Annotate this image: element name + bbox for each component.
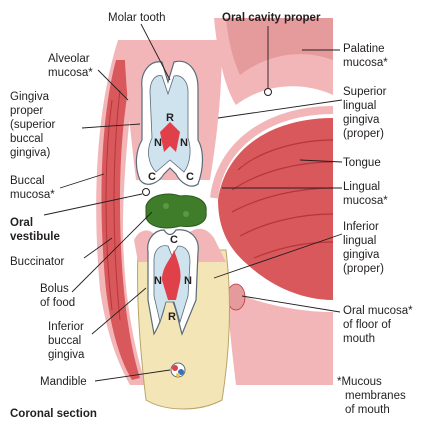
tongue-fiber-4 (239, 213, 334, 237)
palatine-muscle (226, 18, 333, 75)
label-oral-cavity-proper: Oral cavity proper (222, 12, 321, 24)
label-palatine-mucosa: Palatine mucosa* (343, 43, 388, 69)
label-buccinator: Buccinator (10, 256, 65, 268)
label-alveolar-mucosa: Alveolar mucosa* (48, 53, 93, 79)
upper-root-letter: R (166, 112, 174, 124)
label-buccal-mucosa: Buccal mucosa* (10, 175, 55, 201)
upper-molar (135, 60, 204, 187)
label-lingual-mucosa: Lingual mucosa* (343, 181, 388, 207)
label-tongue: Tongue (343, 157, 381, 169)
bolus-of-food (145, 193, 207, 229)
upper-c-right-letter: C (186, 171, 194, 183)
label-bolus: Bolus of food (40, 283, 75, 309)
lower-root-letter: R (168, 311, 176, 323)
left-labels: Molar tooth Alveolar mucosa* Gingiva pro… (10, 12, 166, 420)
vestibule-marker (142, 188, 150, 196)
lingual-mucosa-band (210, 106, 334, 199)
label-inferior-lingual-gingiva: Inferior lingual gingiva (proper) (343, 221, 384, 275)
buccinator-fibers-2 (113, 89, 121, 321)
label-gingiva-proper: Gingiva proper (superior buccal gingiva) (10, 91, 59, 159)
leader-lines (43, 23, 343, 382)
lower-molar (147, 229, 199, 336)
label-oral-mucosa-floor: Oral mucosa* of floor of mouth (343, 305, 416, 345)
mandibular-canal (170, 362, 186, 378)
label-inferior-buccal-gingiva: Inferior buccal gingiva (48, 321, 87, 361)
floor-of-mouth (228, 290, 333, 385)
cavity-proper-marker (264, 88, 272, 96)
label-mandible: Mandible (40, 376, 87, 388)
lower-n-left-letter: N (154, 275, 162, 287)
upper-c-left-letter: C (148, 171, 156, 183)
label-mucous-membranes: *Mucous membranes of mouth (337, 376, 409, 416)
label-superior-lingual-gingiva: Superior lingual gingiva (proper) (343, 86, 390, 140)
tongue-fiber-2 (231, 161, 334, 191)
tooth-letters: R N N C C C N N R (148, 112, 194, 323)
label-oral-vestibule: Oral vestibule (10, 217, 60, 243)
upper-n-right-letter: N (180, 137, 188, 149)
upper-n-left-letter: N (154, 137, 162, 149)
right-labels: Oral cavity proper Palatine mucosa* Supe… (222, 12, 416, 416)
label-molar-tooth: Molar tooth (108, 12, 166, 24)
label-coronal-section: Coronal section (10, 408, 97, 420)
lower-crown-letter: C (170, 234, 178, 246)
tongue-fiber-5 (253, 241, 334, 259)
anatomy-illustration (96, 18, 334, 410)
lower-n-right-letter: N (184, 275, 192, 287)
tongue-fiber-1 (237, 139, 334, 171)
